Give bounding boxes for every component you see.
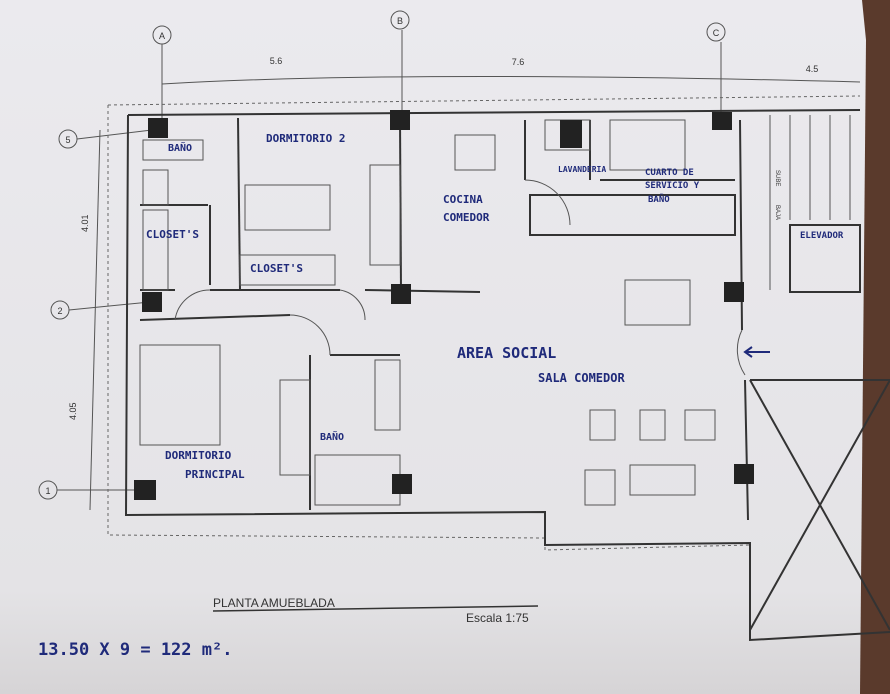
plan-title: PLANTA AMUEBLADA <box>213 596 335 610</box>
walls <box>107 95 890 642</box>
axis-label-5: 5 <box>65 135 70 145</box>
axis-label-2: 2 <box>57 306 62 316</box>
grid-axes: A B C 5.6 7.6 4.5 5 2 1 4.01 4.05 <box>38 10 861 511</box>
dimension-label: 4.5 <box>806 64 819 74</box>
room-labels: BAÑO DORMITORIO 2 CLOSET'S CLOSET'S COCI… <box>146 132 844 481</box>
stair-label-down: BAJA <box>774 205 780 220</box>
stair-label-up: SUBE <box>774 170 780 186</box>
room-label-sala-comedor: SALA COMEDOR <box>538 371 625 385</box>
axis-label-a: A <box>159 31 165 41</box>
dimension-label: 5.6 <box>270 56 283 66</box>
room-label-cocina: COCINA <box>443 193 483 206</box>
room-label-cuarto-servicio: BAÑO <box>648 194 670 205</box>
room-label-elevador: ELEVADOR <box>800 231 844 241</box>
room-label-dormitorio-principal: DORMITORIO <box>165 449 232 462</box>
area-calculation-note: 13.50 X 9 = 122 m². <box>38 640 232 660</box>
room-label-area-social: AREA SOCIAL <box>457 344 556 362</box>
room-label-dormitorio-principal: PRINCIPAL <box>185 468 245 481</box>
entrance-arrow-icon <box>743 346 770 358</box>
room-label-closets: CLOSET'S <box>250 262 303 275</box>
dimension-label: 7.6 <box>512 57 525 67</box>
title-block: PLANTA AMUEBLADA Escala 1:75 13.50 X 9 =… <box>38 596 539 660</box>
dimension-label: 4.01 <box>80 214 90 232</box>
axis-label-1: 1 <box>45 486 50 496</box>
room-label-cuarto-servicio: CUARTO DE <box>645 168 694 178</box>
room-label-comedor: COMEDOR <box>443 211 490 224</box>
axis-label-b: B <box>397 16 403 26</box>
room-label-cuarto-servicio: SERVICIO Y <box>645 181 700 191</box>
room-label-dormitorio-2: DORMITORIO 2 <box>266 132 345 145</box>
room-label-bano: BAÑO <box>168 141 192 154</box>
room-label-lavanderia: LAVANDERIA <box>558 165 606 174</box>
paper-sheet <box>0 0 866 694</box>
dimension-label: 4.05 <box>68 402 78 420</box>
plan-scale: Escala 1:75 <box>466 611 529 625</box>
axis-label-c: C <box>713 28 720 38</box>
structural-columns <box>134 110 754 500</box>
room-label-bano: BAÑO <box>320 430 344 443</box>
room-label-closets: CLOSET'S <box>146 228 199 241</box>
